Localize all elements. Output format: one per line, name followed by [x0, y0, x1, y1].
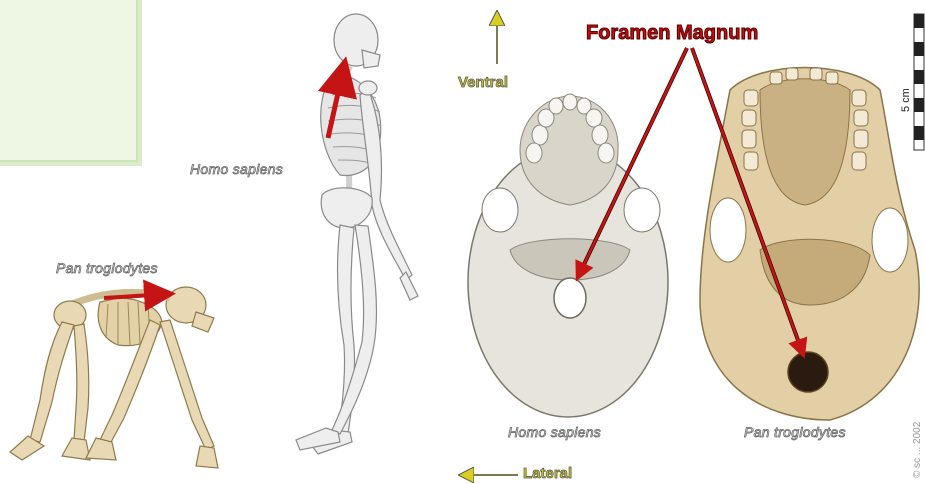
homo-sapiens-skull — [468, 94, 668, 417]
pan-troglodytes-skeleton-label: Pan troglodytes — [56, 260, 158, 276]
homo-sapiens-skull-label: Homo sapiens — [508, 424, 601, 440]
homo-sapiens-skeleton-label: Homo sapiens — [190, 161, 283, 177]
figure-title: Foramen Magnum — [586, 22, 758, 45]
lateral-label: Lateral — [523, 465, 572, 482]
copyright-watermark: © sc ... 2002 — [912, 422, 923, 478]
ventral-label: Ventral — [458, 74, 508, 91]
scale-label: 5 cm — [900, 88, 912, 112]
pan-troglodytes-skeleton — [10, 287, 218, 468]
homo-sapiens-skeleton — [296, 14, 418, 454]
pan-troglodytes-skull — [700, 68, 919, 421]
pan-troglodytes-skull-label: Pan troglodytes — [744, 424, 846, 440]
scale-bar-icon — [914, 14, 924, 150]
